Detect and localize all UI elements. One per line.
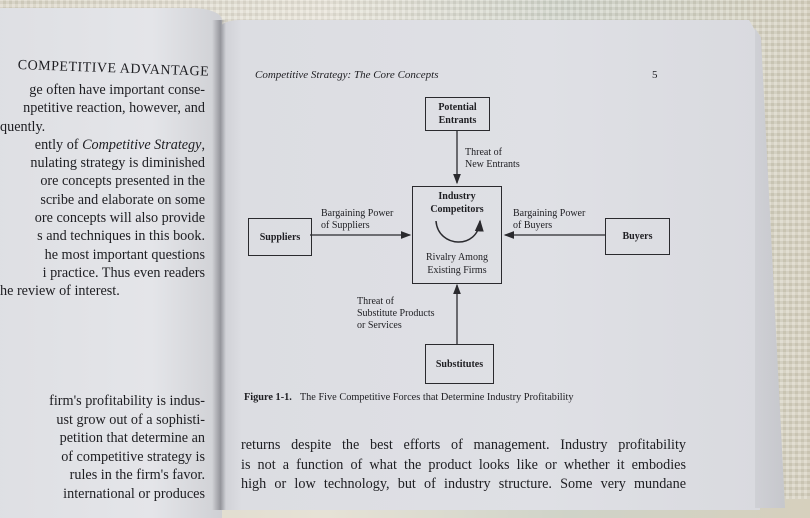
node-potential-entrants: Potential Entrants (425, 97, 490, 131)
book-title-italic: Competitive Strategy (82, 136, 202, 153)
left-paragraph-1: ge often have important conse- npetitive… (0, 81, 205, 301)
text-line: firm's profitability is indus- (49, 393, 205, 409)
figure-caption: Figure 1-1. The Five Competitive Forces t… (244, 392, 574, 403)
text-line: scribe and elaborate on some (40, 191, 205, 208)
text-line: npetitive reaction, however, and (23, 100, 205, 117)
book-gutter (212, 20, 226, 510)
text-line: ore concepts presented in the (40, 173, 205, 190)
text-line: ently of Competitive Strategy, (34, 136, 205, 153)
text-line: nulating strategy is diminished (30, 155, 205, 172)
right-body-text: returns despite the best efforts of mana… (241, 436, 686, 495)
text-line: quently. (0, 118, 46, 135)
text-line: i practice. Thus even readers (42, 264, 205, 281)
label-threat-substitutes: Threat of Substitute Products or Service… (357, 296, 435, 331)
text-line: rules in the firm's favor. (69, 467, 205, 484)
text-line: ge often have important conse- (29, 82, 205, 98)
page-number: 5 (652, 69, 658, 81)
label-supplier-power: Bargaining Power of Suppliers (321, 208, 394, 231)
text-line: international or produces (63, 485, 205, 502)
text-line: s and techniques in this book. (37, 228, 205, 245)
text-line: is not a function of what the product lo… (241, 456, 686, 473)
node-suppliers: Suppliers (248, 218, 312, 256)
label-buyer-power: Bargaining Power of Buyers (513, 208, 586, 231)
text-line: he review of interest. (0, 283, 120, 300)
left-page (0, 8, 222, 518)
figure-number: Figure 1-1. (244, 392, 292, 403)
left-paragraph-2: firm's profitability is indus- ust grow … (0, 392, 205, 504)
diagram-arrows (310, 130, 605, 344)
figure-title: The Five Competitive Forces that Determi… (299, 392, 574, 403)
node-buyers: Buyers (605, 218, 670, 255)
text-line: ore concepts will also provide (34, 210, 205, 227)
node-industry-competitors: Industry Competitors Rivalry Among Exist… (412, 186, 502, 284)
text-line: returns despite the best efforts of mana… (241, 437, 686, 453)
text-line: he most important questions (44, 246, 205, 263)
text-line: of competitive strategy is (61, 448, 205, 465)
label-threat-new-entrants: Threat of New Entrants (465, 147, 520, 170)
right-running-head: Competitive Strategy: The Core Concepts (255, 69, 439, 81)
rivalry-cycle-arrow (435, 219, 484, 243)
text-line: high or low technology, but of industry … (241, 476, 686, 492)
text-line: ust grow out of a sophisti- (56, 411, 205, 428)
text-line: petition that determine an (59, 430, 205, 447)
right-page (220, 20, 760, 510)
five-forces-diagram: Potential Entrants Industry Competitors … (240, 90, 680, 390)
node-substitutes: Substitutes (425, 344, 494, 384)
